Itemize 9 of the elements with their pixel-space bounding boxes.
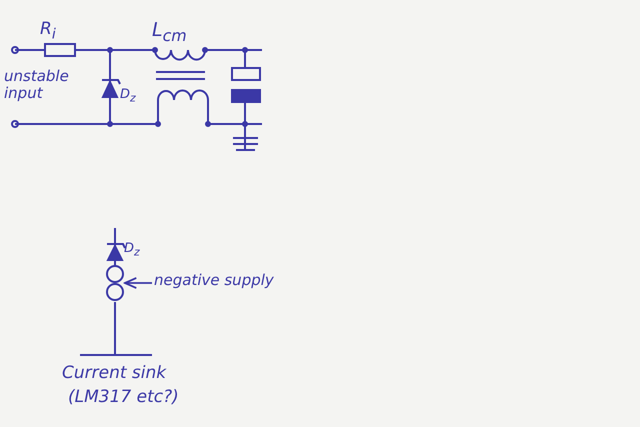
caption-text: Current sink bbox=[62, 364, 166, 383]
caption-text: (LM317 etc?) bbox=[68, 388, 179, 407]
arrow bbox=[124, 277, 152, 289]
component-label: D$_{z}$ bbox=[124, 242, 140, 258]
component-label: R$_{i}$ bbox=[40, 20, 56, 43]
annotation-text: negative supply bbox=[154, 272, 274, 288]
input-label: unstable input bbox=[4, 68, 70, 101]
component-label: L$_{cm}$ bbox=[152, 20, 187, 44]
component-label: D$_{z}$ bbox=[120, 88, 136, 104]
